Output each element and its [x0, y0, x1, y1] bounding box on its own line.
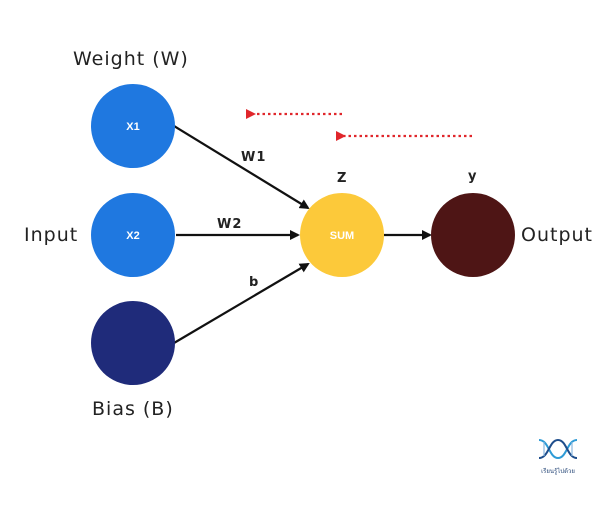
- y-label: y: [468, 169, 478, 184]
- bias-label: Bias (B): [92, 398, 174, 420]
- sum-node: [300, 193, 384, 277]
- input-node-x2: [91, 193, 175, 277]
- weight-label: Weight (W): [73, 48, 189, 70]
- output-node: [431, 193, 515, 277]
- dna-helix-logo-icon: [538, 438, 578, 460]
- w2-edge-label: W2: [217, 217, 243, 232]
- edge-x1-to-sum: [173, 125, 310, 210]
- b-edge-label: b: [249, 275, 260, 290]
- input-node-x1: [91, 84, 175, 168]
- x2-label: X2: [126, 230, 139, 242]
- edge-bias-to-sum: [173, 262, 310, 344]
- x1-label: X1: [126, 121, 139, 133]
- w1-edge-label: W1: [241, 150, 267, 165]
- input-label: Input: [24, 224, 79, 246]
- bias-node: [91, 301, 175, 385]
- z-label: Z: [337, 171, 348, 186]
- output-label: Output: [521, 224, 593, 246]
- sum-label: SUM: [330, 230, 354, 242]
- logo-text: เรียนรู้ไปด้วย: [541, 468, 575, 475]
